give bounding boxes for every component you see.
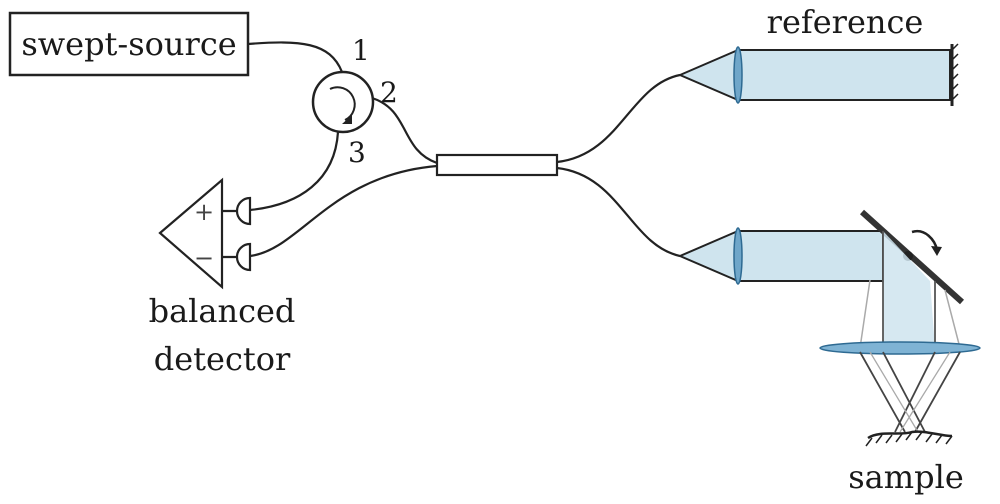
reference-beam [737,49,951,101]
detector-minus-sign: − [194,244,214,272]
scan-ray-4 [944,289,961,349]
port-2-label: 2 [380,76,398,109]
port-3-label: 3 [348,136,366,169]
circulator-arrow [329,86,356,121]
fiber-coupler-to-reference [556,73,681,164]
fiber-source-to-circulator [247,41,344,73]
reference-label: reference [767,3,924,41]
reference-mirror-hatch [951,43,959,101]
focus-rays [859,351,961,433]
detector-label-line1: balanced [149,292,296,330]
circulator [311,70,375,134]
fiber-coupler [435,153,559,177]
objective-lens [819,341,981,355]
sample-cone [677,229,739,283]
balanced-detector-triangle [158,177,224,290]
sample-label: sample [848,458,964,496]
fiber-circulator-to-detector [249,131,340,212]
port-1-label: 1 [352,34,370,67]
fiber-coupler-to-sample [556,166,681,258]
circulator-arrowhead-icon [342,115,352,124]
scan-ray-3 [859,279,871,349]
scan-rotation-arrowhead-icon [931,246,942,256]
fiber-circulator-to-coupler [371,96,438,165]
fiber-coupler-to-detector [249,164,438,258]
reference-cone [677,48,739,102]
photodiode-plus [222,196,252,226]
detector-plus-sign: + [194,198,214,226]
detector-label-line2: detector [154,340,291,378]
focus-rays-faint [869,351,951,433]
photodiode-minus [222,242,252,272]
reference-lens [733,46,743,104]
sample-lens-collimator [733,227,743,285]
swept-source-box [8,11,250,77]
sample-beam [737,230,884,282]
swept-source-label: swept-source [21,25,236,63]
scan-beam-main [883,231,935,348]
sample-hatch [865,431,953,447]
